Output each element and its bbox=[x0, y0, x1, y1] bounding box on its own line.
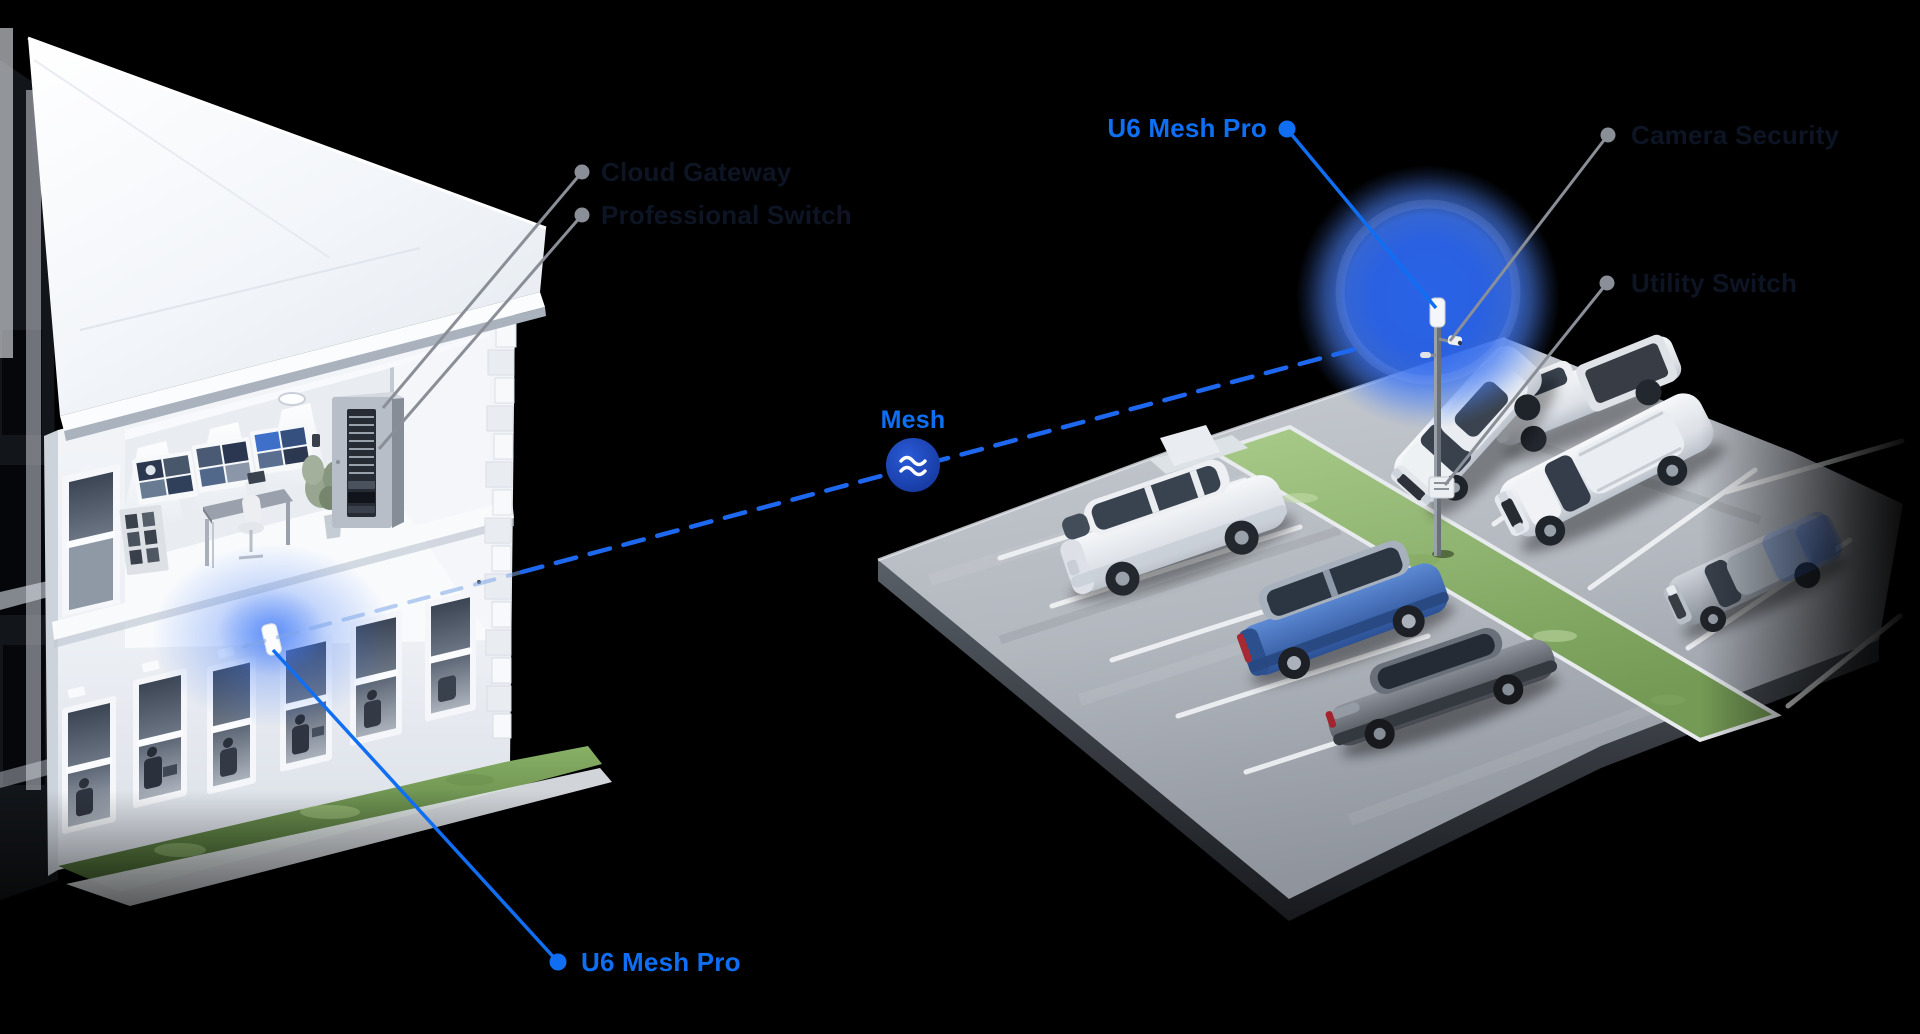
roof bbox=[27, 36, 547, 441]
mesh-node-icon bbox=[886, 438, 940, 492]
server-rack bbox=[332, 392, 404, 528]
car-white-suv-1 bbox=[1060, 459, 1295, 601]
label-utility-switch: Utility Switch bbox=[1631, 268, 1798, 298]
leader-line-professional-switch bbox=[377, 214, 584, 450]
label-professional-switch: Professional Switch bbox=[601, 200, 852, 230]
wall-monitors bbox=[132, 423, 320, 506]
annotation-dot-cloud-gateway bbox=[574, 164, 590, 180]
leader-line-utility-switch bbox=[1443, 282, 1609, 486]
car-gray-coupe bbox=[1325, 627, 1559, 757]
annotation-dot-professional-switch bbox=[574, 207, 590, 223]
car-white-suv-2 bbox=[1494, 393, 1726, 553]
label-u6-mesh-pro-building: U6 Mesh Pro bbox=[581, 947, 741, 977]
annotation-dot-u6-mesh-pro-building bbox=[549, 953, 567, 971]
leader-line-camera-security bbox=[1448, 134, 1610, 342]
label-u6-mesh-pro-parking: U6 Mesh Pro bbox=[1107, 113, 1267, 143]
window bbox=[58, 463, 124, 626]
annotation-dot-utility-switch bbox=[1599, 275, 1615, 291]
office-building-illustration bbox=[0, 28, 680, 1034]
corner-quoins bbox=[484, 321, 517, 739]
leader-line-u6-mesh-pro-parking bbox=[1285, 127, 1438, 310]
shelf bbox=[119, 504, 169, 576]
leader-line-u6-mesh-pro-building bbox=[271, 648, 560, 964]
car-blue-ev bbox=[1236, 540, 1455, 684]
leader-line-cloud-gateway bbox=[381, 171, 584, 409]
mesh-wave-icon bbox=[899, 455, 927, 477]
building-left-side bbox=[0, 28, 58, 900]
window bbox=[425, 590, 476, 722]
platform-side bbox=[878, 560, 1879, 921]
label-mesh: Mesh bbox=[880, 406, 946, 434]
annotation-dot-camera-security bbox=[1600, 127, 1616, 143]
label-camera-security: Camera Security bbox=[1631, 120, 1840, 150]
pole-lamp bbox=[1420, 352, 1437, 358]
label-cloud-gateway: Cloud Gateway bbox=[601, 157, 792, 187]
ceiling-light bbox=[278, 392, 306, 406]
laptop bbox=[245, 470, 267, 496]
mesh-dashed-link bbox=[243, 343, 1370, 648]
annotation-dot-u6-mesh-pro-parking bbox=[1278, 120, 1296, 138]
window bbox=[133, 668, 187, 808]
